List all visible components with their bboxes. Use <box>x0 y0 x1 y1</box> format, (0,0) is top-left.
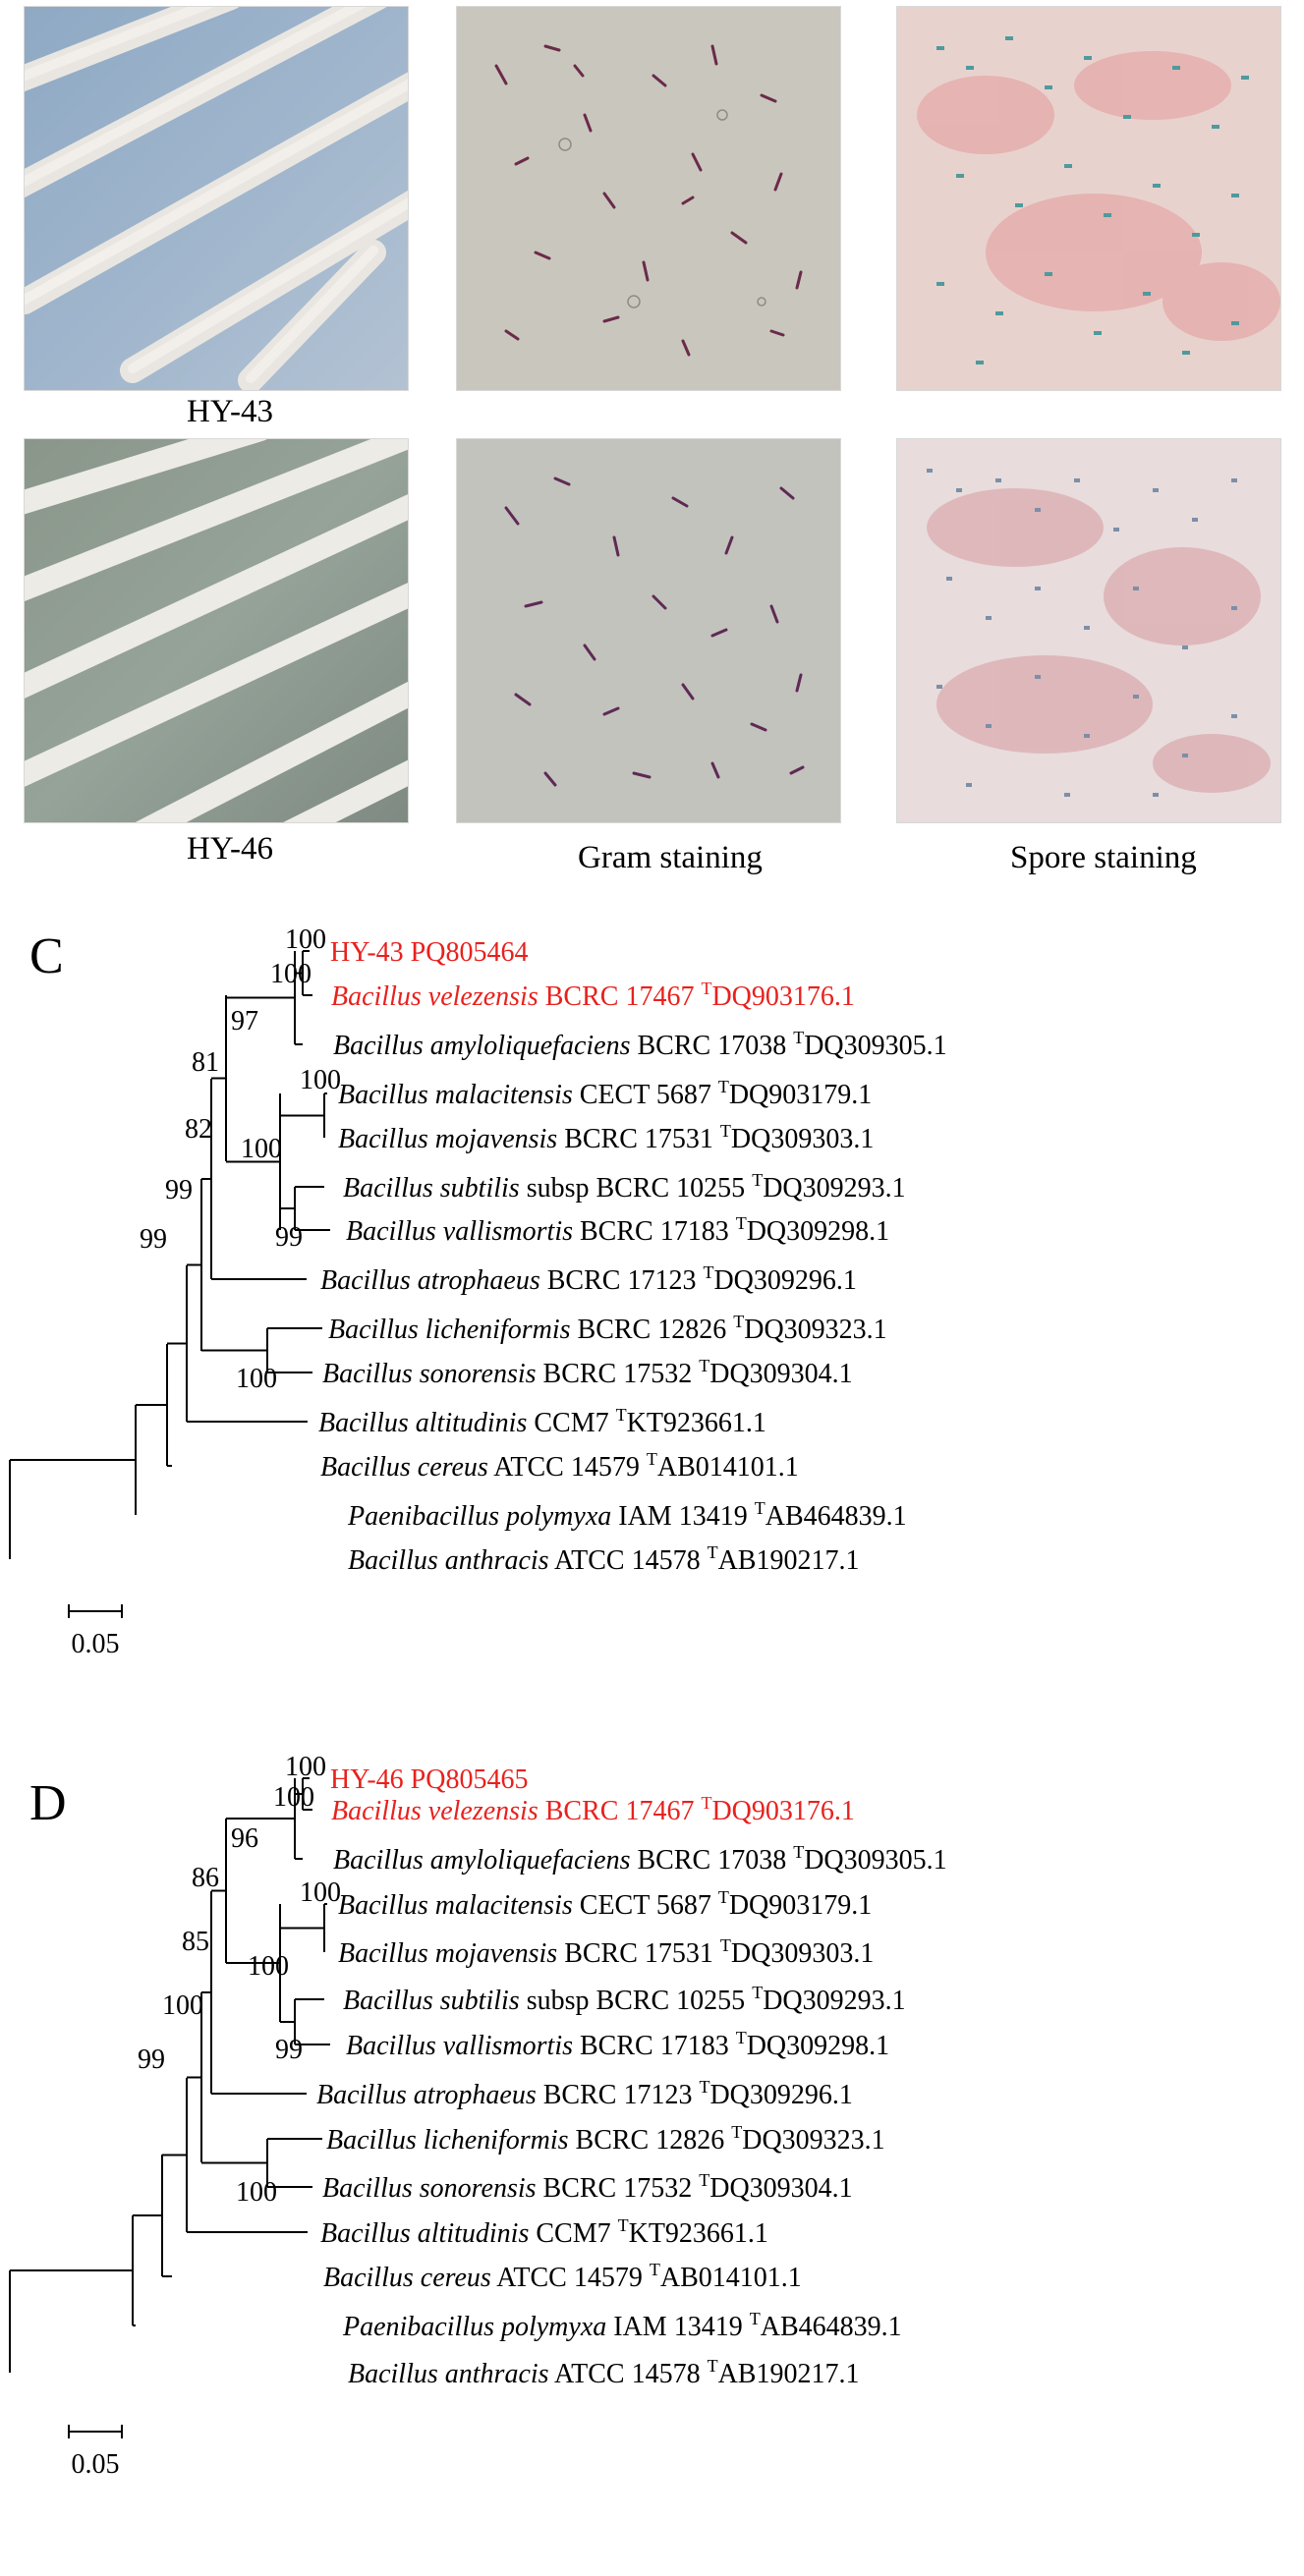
bootstrap-value: 100 <box>270 959 312 989</box>
taxon-label: Bacillus cereus ATCC 14579 TAB014101.1 <box>320 1449 799 1483</box>
bootstrap-value: 86 <box>192 1863 219 1893</box>
bootstrap-value: 99 <box>275 1222 303 1253</box>
taxon-label: Bacillus altitudinis CCM7 TKT923661.1 <box>318 1405 766 1438</box>
bootstrap-value: 100 <box>248 1951 289 1982</box>
bootstrap-value: 97 <box>231 1006 258 1036</box>
taxon-label: Bacillus vallismortis BCRC 17183 TDQ3092… <box>346 1213 889 1247</box>
taxon-label: Bacillus subtilis subsp BCRC 10255 TDQ30… <box>343 1170 906 1204</box>
taxon-label: Bacillus sonorensis BCRC 17532 TDQ309304… <box>322 1356 853 1389</box>
spore-staining-caption: Spore staining <box>1010 840 1197 875</box>
taxon-label: Bacillus mojavensis BCRC 17531 TDQ309303… <box>338 1121 874 1154</box>
taxon-label: Paenibacillus polymyxa IAM 13419 TAB4648… <box>342 2309 902 2342</box>
bootstrap-value: 99 <box>138 2044 165 2075</box>
strain-label-hy46: HY-46 <box>187 831 273 867</box>
taxon-label: Bacillus subtilis subsp BCRC 10255 TDQ30… <box>343 1983 906 2016</box>
spore-stain-micrograph-hy46 <box>896 438 1281 823</box>
taxon-label: Bacillus velezensis BCRC 17467 TDQ903176… <box>331 979 855 1012</box>
colony-plate-photo-hy43 <box>24 6 409 391</box>
taxon-label: Bacillus amyloliquefaciens BCRC 17038 TD… <box>333 1842 947 1876</box>
taxon-label: Bacillus amyloliquefaciens BCRC 17038 TD… <box>333 1028 947 1061</box>
taxon-label: Bacillus sonorensis BCRC 17532 TDQ309304… <box>322 2170 853 2204</box>
taxon-label: Bacillus mojavensis BCRC 17531 TDQ309303… <box>338 1935 874 1969</box>
taxon-label: Bacillus licheniformis BCRC 12826 TDQ309… <box>328 1312 887 1345</box>
bootstrap-value: 99 <box>275 2035 303 2065</box>
taxon-label: Bacillus licheniformis BCRC 12826 TDQ309… <box>326 2122 885 2156</box>
taxon-label: HY-46 PQ805465 <box>330 1764 528 1795</box>
spore-stain-micrograph-hy43 <box>896 6 1281 391</box>
bootstrap-value: 100 <box>236 2177 277 2208</box>
bootstrap-value: 100 <box>162 1990 203 2021</box>
bootstrap-value: 100 <box>300 1065 341 1095</box>
gram-stain-micrograph-hy46 <box>456 438 841 823</box>
bootstrap-value: 82 <box>185 1114 212 1145</box>
gram-stain-micrograph-hy43 <box>456 6 841 391</box>
taxon-label: Bacillus anthracis ATCC 14578 TAB190217.… <box>348 2356 859 2389</box>
bootstrap-value: 100 <box>241 1134 282 1164</box>
bootstrap-value: 100 <box>273 1782 314 1813</box>
bootstrap-value: 100 <box>236 1364 277 1394</box>
taxon-label: Paenibacillus polymyxa IAM 13419 TAB4648… <box>347 1498 907 1532</box>
strain-label-hy43: HY-43 <box>187 394 273 429</box>
taxon-label: HY-43 PQ805464 <box>330 937 528 968</box>
bootstrap-value: 81 <box>192 1047 219 1078</box>
scale-bar-label: 0.05 <box>72 1629 120 1659</box>
bootstrap-value: 96 <box>231 1823 258 1854</box>
bootstrap-value: 99 <box>140 1224 167 1255</box>
taxon-label: Bacillus atrophaeus BCRC 17123 TDQ309296… <box>320 1262 857 1296</box>
bootstrap-value: 100 <box>285 924 326 955</box>
bootstrap-value: 100 <box>285 1752 326 1782</box>
panel-label-d: D <box>29 1775 67 1831</box>
bootstrap-value: 85 <box>182 1927 209 1957</box>
taxon-label: Bacillus cereus ATCC 14579 TAB014101.1 <box>323 2260 802 2293</box>
taxon-label: Bacillus atrophaeus BCRC 17123 TDQ309296… <box>316 2077 853 2110</box>
taxon-label: Bacillus malacitensis CECT 5687 TDQ90317… <box>338 1887 872 1921</box>
bootstrap-value: 99 <box>165 1175 193 1205</box>
taxon-label: Bacillus anthracis ATCC 14578 TAB190217.… <box>348 1542 859 1576</box>
taxon-label: Bacillus velezensis BCRC 17467 TDQ903176… <box>331 1793 855 1826</box>
taxon-label: Bacillus altitudinis CCM7 TKT923661.1 <box>320 2215 768 2249</box>
taxon-label: Bacillus vallismortis BCRC 17183 TDQ3092… <box>346 2028 889 2061</box>
gram-staining-caption: Gram staining <box>578 840 763 875</box>
scale-bar-label: 0.05 <box>72 2449 120 2480</box>
bootstrap-value: 100 <box>300 1877 341 1908</box>
taxon-label: Bacillus malacitensis CECT 5687 TDQ90317… <box>338 1077 872 1110</box>
panel-label-c: C <box>29 928 64 984</box>
colony-plate-photo-hy46 <box>24 438 409 823</box>
